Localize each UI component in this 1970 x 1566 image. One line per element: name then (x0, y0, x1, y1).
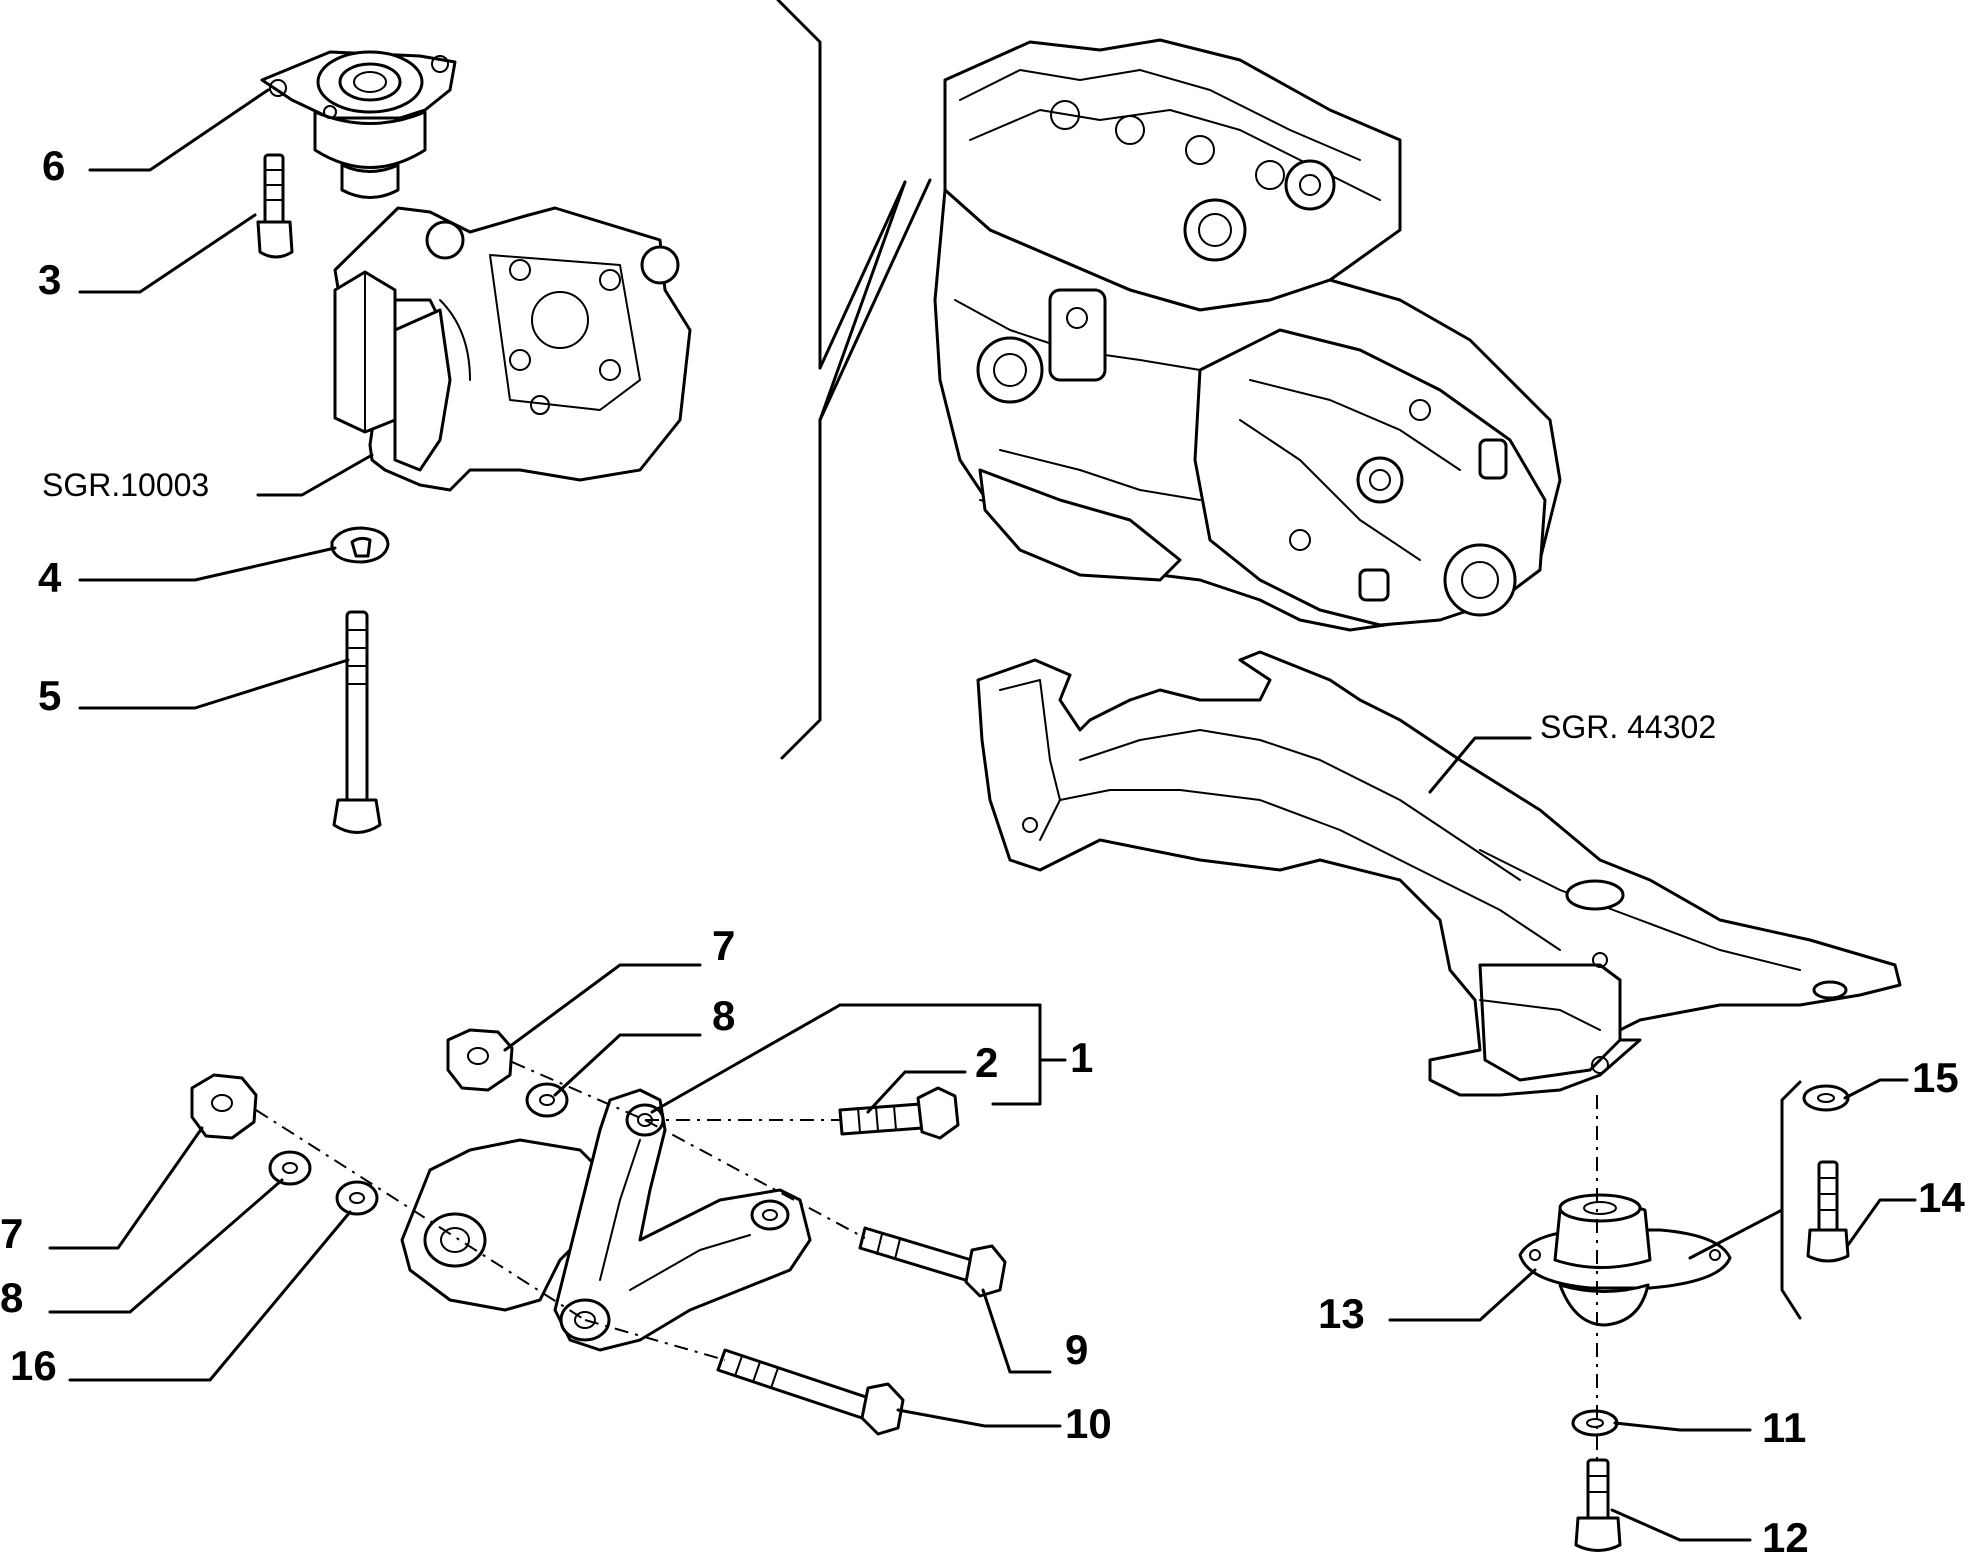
callout-8-upper: 8 (712, 992, 735, 1039)
callout-10: 10 (1065, 1400, 1112, 1447)
crossmember (976, 650, 1902, 1097)
part-14-bolt (1806, 1160, 1850, 1263)
part-10-long-bolt (716, 1348, 905, 1436)
part-8-washer-lower (268, 1150, 312, 1186)
callout-4: 4 (38, 554, 62, 601)
part-6-upper-mount (260, 50, 457, 199)
leader-lines (48, 88, 1917, 1542)
callout-13: 13 (1318, 1290, 1365, 1337)
part-2-short-bolt (838, 1086, 960, 1140)
callout-7-lower: 7 (0, 1210, 23, 1257)
callout-11: 11 (1762, 1404, 1806, 1451)
assembly-axes-left (255, 1061, 866, 1361)
callout-7-upper: 7 (712, 922, 735, 969)
part-3-bolt (256, 153, 294, 259)
part-13-rubber-mount (1518, 1193, 1732, 1327)
callout-labels: 6 3 4 5 7 8 1 2 7 8 16 9 10 13 11 12 15 … (0, 142, 1965, 1561)
part-12-bolt (1574, 1458, 1622, 1552)
part-11-washer (1571, 1409, 1619, 1437)
group-bracket-14-15 (1688, 1080, 1802, 1320)
callout-5: 5 (38, 672, 61, 719)
callout-2: 2 (975, 1039, 998, 1086)
callout-6: 6 (42, 142, 65, 189)
part-5-long-bolt (332, 610, 382, 834)
callout-9: 9 (1065, 1326, 1088, 1373)
reference-sgr-44302: SGR. 44302 (1540, 709, 1716, 745)
callout-14: 14 (1918, 1174, 1965, 1221)
part-9-bolt (858, 1226, 1007, 1298)
part-7-nut-upper (446, 1028, 514, 1092)
reference-sgr-10003: SGR.10003 (42, 467, 209, 503)
callout-1: 1 (1070, 1034, 1093, 1081)
part-16-washer (335, 1180, 379, 1216)
assembly-bracket-line (776, 0, 932, 760)
part-7-nut-lower (190, 1073, 258, 1140)
callout-12: 12 (1762, 1514, 1809, 1561)
callout-8-lower: 8 (0, 1274, 23, 1321)
callout-16: 16 (10, 1342, 57, 1389)
part-1-rear-mount (400, 1088, 812, 1352)
callout-15: 15 (1912, 1054, 1959, 1101)
callout-3: 3 (38, 256, 61, 303)
engine-gearbox-assembly (933, 38, 1562, 632)
part-15-nut (1802, 1084, 1850, 1112)
part-4-washer (330, 526, 390, 564)
engine-bracket (333, 206, 692, 492)
